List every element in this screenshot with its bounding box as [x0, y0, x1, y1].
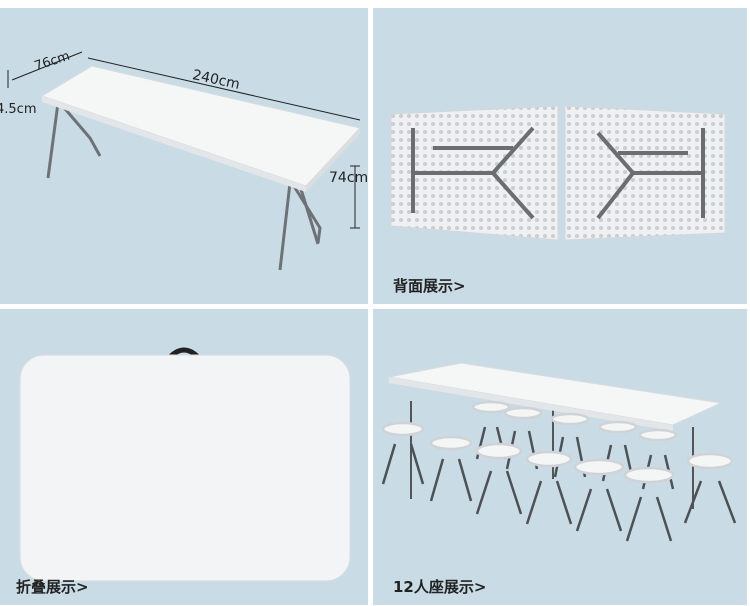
- back-view-caption: 背面展示>: [393, 277, 466, 295]
- folded-view-panel: 折叠展示>: [0, 309, 368, 605]
- table-back-illustration: [390, 105, 726, 241]
- seating-view-caption: 12人座展示>: [393, 578, 487, 596]
- back-view-panel: 背面展示>: [373, 8, 747, 304]
- dimensions-panel: 76cm 240cm 74cm 4.5cm: [0, 8, 368, 304]
- folded-table-illustration: [19, 347, 351, 582]
- folded-view-caption: 折叠展示>: [16, 578, 89, 596]
- seating-arrangement-illustration: [381, 362, 737, 542]
- seating-view-panel: 12人座展示>: [373, 309, 747, 605]
- table-dimension-illustration: [7, 51, 361, 271]
- height-label: 74cm: [329, 170, 368, 186]
- stools: [381, 400, 737, 542]
- thickness-label: 4.5cm: [0, 102, 37, 117]
